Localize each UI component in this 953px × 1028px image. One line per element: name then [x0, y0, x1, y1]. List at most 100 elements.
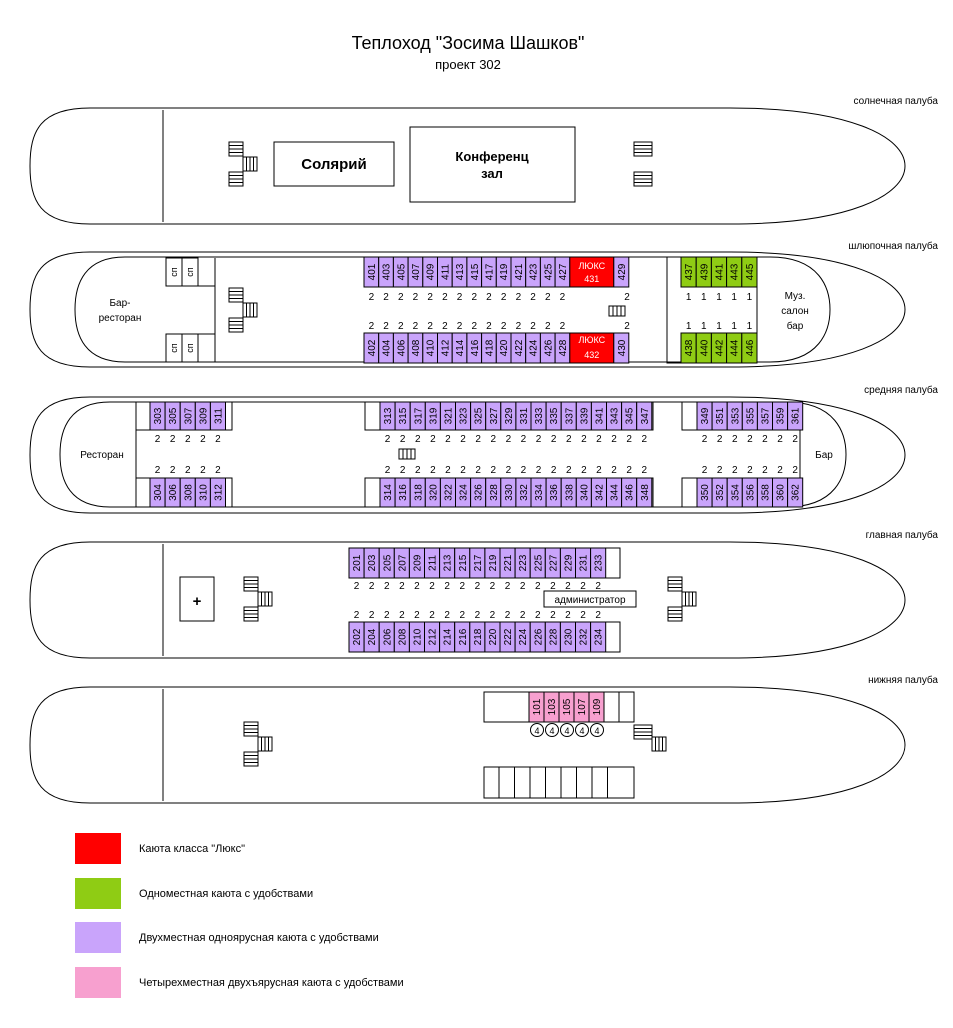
middle-bar-label: Бар [815, 450, 833, 461]
main-bottom-cabin-number: 206 [382, 628, 393, 645]
lower-cabin-cabin-number: 109 [592, 698, 603, 715]
main-top-cabin-number: 201 [352, 554, 363, 571]
boat-top-cabin-number: 401 [367, 263, 378, 280]
main-bottom-berth-count: 2 [475, 610, 481, 621]
main-bottom-berth-count: 2 [444, 610, 450, 621]
middle-top-left-cabin-number: 305 [168, 407, 179, 424]
main-top-berth-count: 2 [384, 581, 390, 592]
middle-bottom-center-cabin-number: 328 [489, 484, 500, 501]
middle-top-left-cabin [209, 401, 226, 431]
middle-top-left-berth-count: 2 [155, 434, 161, 445]
middle-top-center-berth-count: 2 [626, 434, 632, 445]
medical-cross-icon: + [193, 593, 202, 610]
boat-bottom-berth-count: 2 [442, 321, 448, 332]
lower-berth-circle [530, 723, 544, 737]
middle-bottom-center-berth-count: 2 [475, 465, 481, 476]
boat-top-berth-count: 2 [369, 292, 375, 303]
boat-top-cabin-number: 413 [455, 263, 466, 280]
middle-bottom-center-berth-count: 2 [641, 465, 647, 476]
boat-single-bottom-berth-count: 1 [686, 321, 692, 332]
lifeboat-room-label: сп [185, 267, 195, 277]
middle-bottom-center-cabin-number: 324 [459, 484, 470, 501]
main-top-cabin-number: 221 [503, 554, 514, 571]
boat-single-bottom-cabin [741, 332, 758, 364]
music-salon-label-1: Муз. [785, 291, 806, 302]
boat-bottom-berth-count: 2 [427, 321, 433, 332]
cabin-429 [613, 256, 630, 288]
deck-label-lower: нижняя палуба [868, 674, 938, 686]
lower-berth-count: 4 [549, 726, 554, 736]
conference-label-line1: Конференц [455, 149, 528, 164]
main-top-berth-count: 2 [490, 581, 496, 592]
deck-label-main: главная палуба [866, 529, 939, 541]
boat-single-bottom-cabin-number: 440 [699, 339, 710, 356]
middle-bottom-left-cabin-number: 306 [168, 484, 179, 501]
middle-top-center-berth-count: 2 [415, 434, 421, 445]
middle-bottom-right-berth-count: 2 [792, 465, 798, 476]
middle-bottom-center-berth-count: 2 [536, 465, 542, 476]
lifeboat-room-label: сп [185, 343, 195, 353]
boat-bottom-berth-count: 2 [501, 321, 507, 332]
legend-swatch [75, 922, 121, 953]
middle-top-right-berth-count: 2 [762, 434, 768, 445]
boat-bottom-berth-count: 2 [369, 321, 375, 332]
middle-top-center-cabin-number: 325 [474, 407, 485, 424]
main-top-cabin-number: 219 [488, 554, 499, 571]
middle-bottom-center-berth-count: 2 [445, 465, 451, 476]
main-stairs-right-lower [667, 606, 683, 622]
main-stairs-left-lower [243, 606, 259, 622]
boat-mid-stairs [608, 305, 626, 317]
middle-top-right-cabin-number: 361 [791, 407, 802, 424]
middle-top-center-cabin-number: 317 [413, 407, 424, 424]
admin-desk-label: администратор [554, 595, 625, 606]
boat-stairs-upper [228, 287, 244, 303]
main-top-cabin-number: 209 [412, 554, 423, 571]
main-top-berth-count: 2 [354, 581, 360, 592]
boat-single-bottom-berth-count: 1 [716, 321, 722, 332]
middle-bottom-right-berth-count: 2 [717, 465, 723, 476]
middle-top-right-cabin-number: 359 [776, 407, 787, 424]
sun-stairs-right-upper [633, 141, 653, 157]
main-top-cabin-number: 233 [594, 554, 605, 571]
middle-bottom-center-cabin-number: 348 [640, 484, 651, 501]
main-top-cabin-number: 223 [518, 554, 529, 571]
boat-top-berth-count: 2 [398, 292, 404, 303]
main-bottom-berth-count: 2 [535, 610, 541, 621]
main-bottom-cabin-number: 208 [397, 628, 408, 645]
main-bottom-cabin-number: 204 [367, 628, 378, 645]
middle-bottom-center-cabin-number: 344 [610, 484, 621, 501]
cabin-number-429: 429 [617, 263, 628, 280]
cabin-430 [613, 332, 630, 364]
middle-top-center-cabin-number: 343 [610, 407, 621, 424]
lux-cabin-432 [569, 332, 615, 364]
middle-bottom-center-berth-count: 2 [430, 465, 436, 476]
lower-berth-count: 4 [534, 726, 539, 736]
boat-bottom-berth-count: 2 [413, 321, 419, 332]
middle-top-center-berth-count: 2 [581, 434, 587, 445]
middle-top-center-berth-count: 2 [430, 434, 436, 445]
middle-top-center-cabin-number: 319 [428, 407, 439, 424]
middle-bottom-center-berth-count: 2 [415, 465, 421, 476]
boat-top-berth-count: 2 [530, 292, 536, 303]
main-top-berth-count: 2 [520, 581, 526, 592]
boat-single-top-cabin-number: 437 [684, 263, 695, 280]
lower-stairs-right-landing [651, 736, 667, 752]
main-top-berth-count: 2 [550, 581, 556, 592]
lower-cabin-cabin-number: 107 [577, 698, 588, 715]
main-top-berth-count: 2 [565, 581, 571, 592]
boat-bottom-berth-count: 2 [471, 321, 477, 332]
lux-number-431: 431 [584, 274, 599, 284]
middle-bottom-center-cabin-number: 330 [504, 484, 515, 501]
lower-stairs-right [633, 724, 653, 740]
main-top-cabin-number: 205 [382, 554, 393, 571]
boat-single-bottom-cabin-number: 444 [730, 339, 741, 356]
page-title: Теплоход "Зосима Шашков" [351, 33, 585, 53]
boat-bottom-berth-count: 2 [486, 321, 492, 332]
middle-top-right-cabin-number: 357 [760, 407, 771, 424]
hull-lower-deck [29, 686, 906, 804]
middle-bottom-center-berth-count: 2 [626, 465, 632, 476]
main-bottom-cabin-number: 212 [428, 628, 439, 645]
boat-top-cabin-number: 405 [396, 263, 407, 280]
boat-single-bottom-berth-count: 1 [731, 321, 737, 332]
